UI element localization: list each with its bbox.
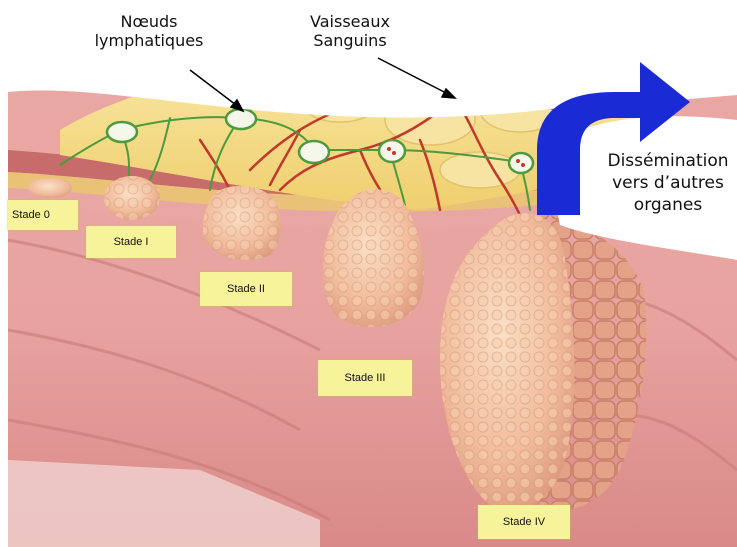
label-blood-vessels: Vaisseaux Sanguins <box>295 12 405 50</box>
stage-label-4: Stade IV <box>478 505 570 539</box>
stage-label-1: Stade I <box>86 226 176 258</box>
stage-label-0: Stade 0 <box>8 200 78 230</box>
tumor-stage-0 <box>28 178 72 198</box>
label-lymph-nodes: Nœuds lymphatiques <box>84 12 214 50</box>
tumor-stage-1 <box>104 176 160 220</box>
tumor-stage-2 <box>203 186 281 260</box>
tumor-stage-4 <box>440 213 646 511</box>
stage-label-2: Stade II <box>200 272 292 306</box>
stage-label-3: Stade III <box>318 360 412 396</box>
label-dissemination: Dissémination vers d’autres organes <box>600 150 736 216</box>
